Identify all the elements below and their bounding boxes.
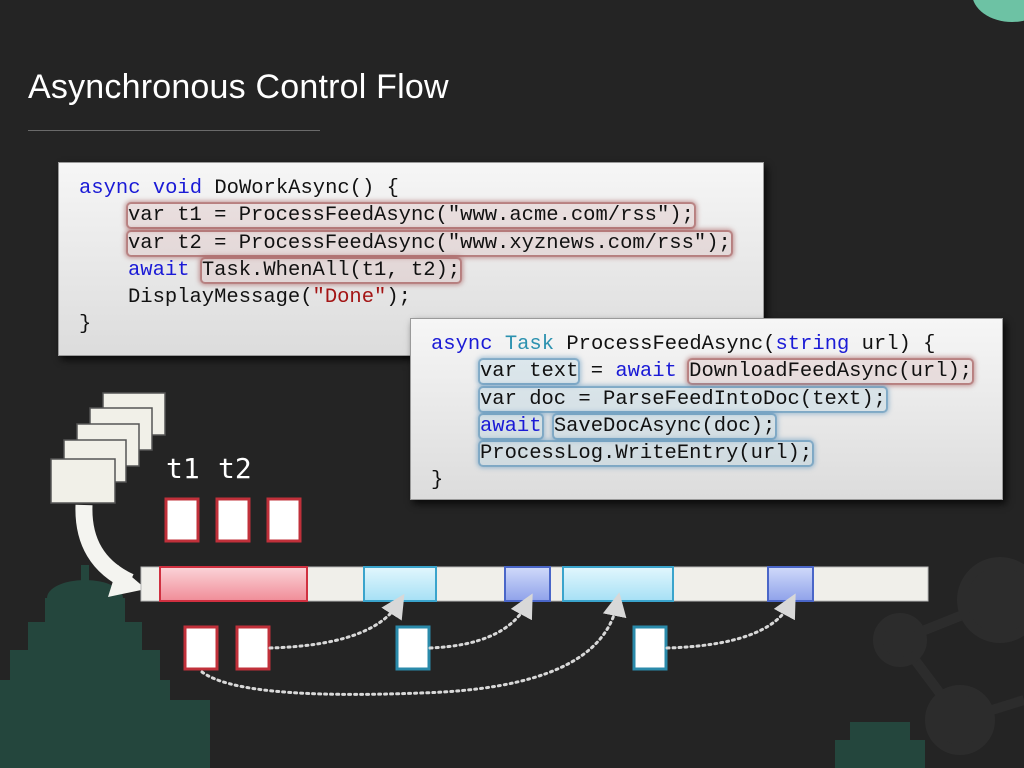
code-token bbox=[493, 333, 505, 356]
code-line: var doc = ParseFeedIntoDoc(text); bbox=[431, 386, 1002, 413]
code-line: } bbox=[431, 467, 1002, 494]
code-line: var t2 = ProcessFeedAsync("www.xyznews.c… bbox=[79, 230, 763, 257]
code-line: var text = await DownloadFeedAsync(url); bbox=[431, 358, 1002, 385]
code-token: async bbox=[431, 333, 493, 356]
code-token: ProcessLog.WriteEntry(url); bbox=[480, 442, 813, 466]
label-t2: t2 bbox=[218, 452, 252, 485]
code-token bbox=[190, 259, 202, 282]
code-token: await bbox=[615, 360, 677, 384]
code-token: await bbox=[480, 414, 542, 438]
label-t1: t1 bbox=[166, 452, 200, 485]
code-token: } bbox=[431, 469, 444, 493]
code-token: } bbox=[79, 313, 92, 337]
code-line: var t1 = ProcessFeedAsync("www.acme.com/… bbox=[79, 202, 763, 229]
code-token: var doc = ParseFeedIntoDoc(text); bbox=[480, 387, 886, 411]
code-token: = bbox=[578, 360, 616, 384]
code-token: SaveDocAsync(doc); bbox=[553, 414, 776, 438]
code-token: DoWorkAsync() { bbox=[202, 177, 399, 200]
code-block-processfeed: async Task ProcessFeedAsync(string url) … bbox=[410, 318, 1003, 500]
code-token: DownloadFeedAsync(url); bbox=[689, 360, 973, 384]
code-line: ProcessLog.WriteEntry(url); bbox=[431, 440, 1002, 467]
code-token: Task bbox=[504, 333, 555, 356]
code-token bbox=[542, 415, 554, 438]
molecule-decoration bbox=[873, 557, 1024, 755]
code-token: DisplayMessage( bbox=[128, 286, 313, 310]
code-token bbox=[141, 177, 153, 200]
code-line: await Task.WhenAll(t1, t2); bbox=[79, 257, 763, 284]
slide-title: Asynchronous Control Flow bbox=[28, 68, 449, 106]
code-token: ); bbox=[386, 286, 411, 310]
code-line: } bbox=[79, 311, 763, 338]
code-token: string bbox=[775, 333, 850, 356]
code-token bbox=[677, 360, 689, 383]
code-token: void bbox=[152, 177, 203, 200]
code-line: async Task ProcessFeedAsync(string url) … bbox=[431, 331, 1002, 358]
code-token: var t2 = ProcessFeedAsync("www.xyznews.c… bbox=[128, 231, 731, 255]
code-token: ProcessFeedAsync( bbox=[554, 333, 776, 356]
code-token: var text bbox=[480, 360, 579, 384]
code-token: url) { bbox=[849, 333, 936, 356]
code-token: Task.WhenAll(t1, t2); bbox=[201, 258, 461, 282]
code-token: "Done" bbox=[312, 286, 387, 310]
code-line: DisplayMessage("Done"); bbox=[79, 284, 763, 311]
code-token: var t1 = ProcessFeedAsync("www.acme.com/… bbox=[128, 204, 694, 228]
code-line: await SaveDocAsync(doc); bbox=[431, 413, 1002, 440]
building-silhouette bbox=[0, 565, 925, 768]
code-token: await bbox=[128, 258, 190, 282]
code-line: async void DoWorkAsync() { bbox=[79, 175, 763, 202]
title-divider bbox=[28, 130, 320, 131]
code-token: async bbox=[79, 177, 141, 200]
